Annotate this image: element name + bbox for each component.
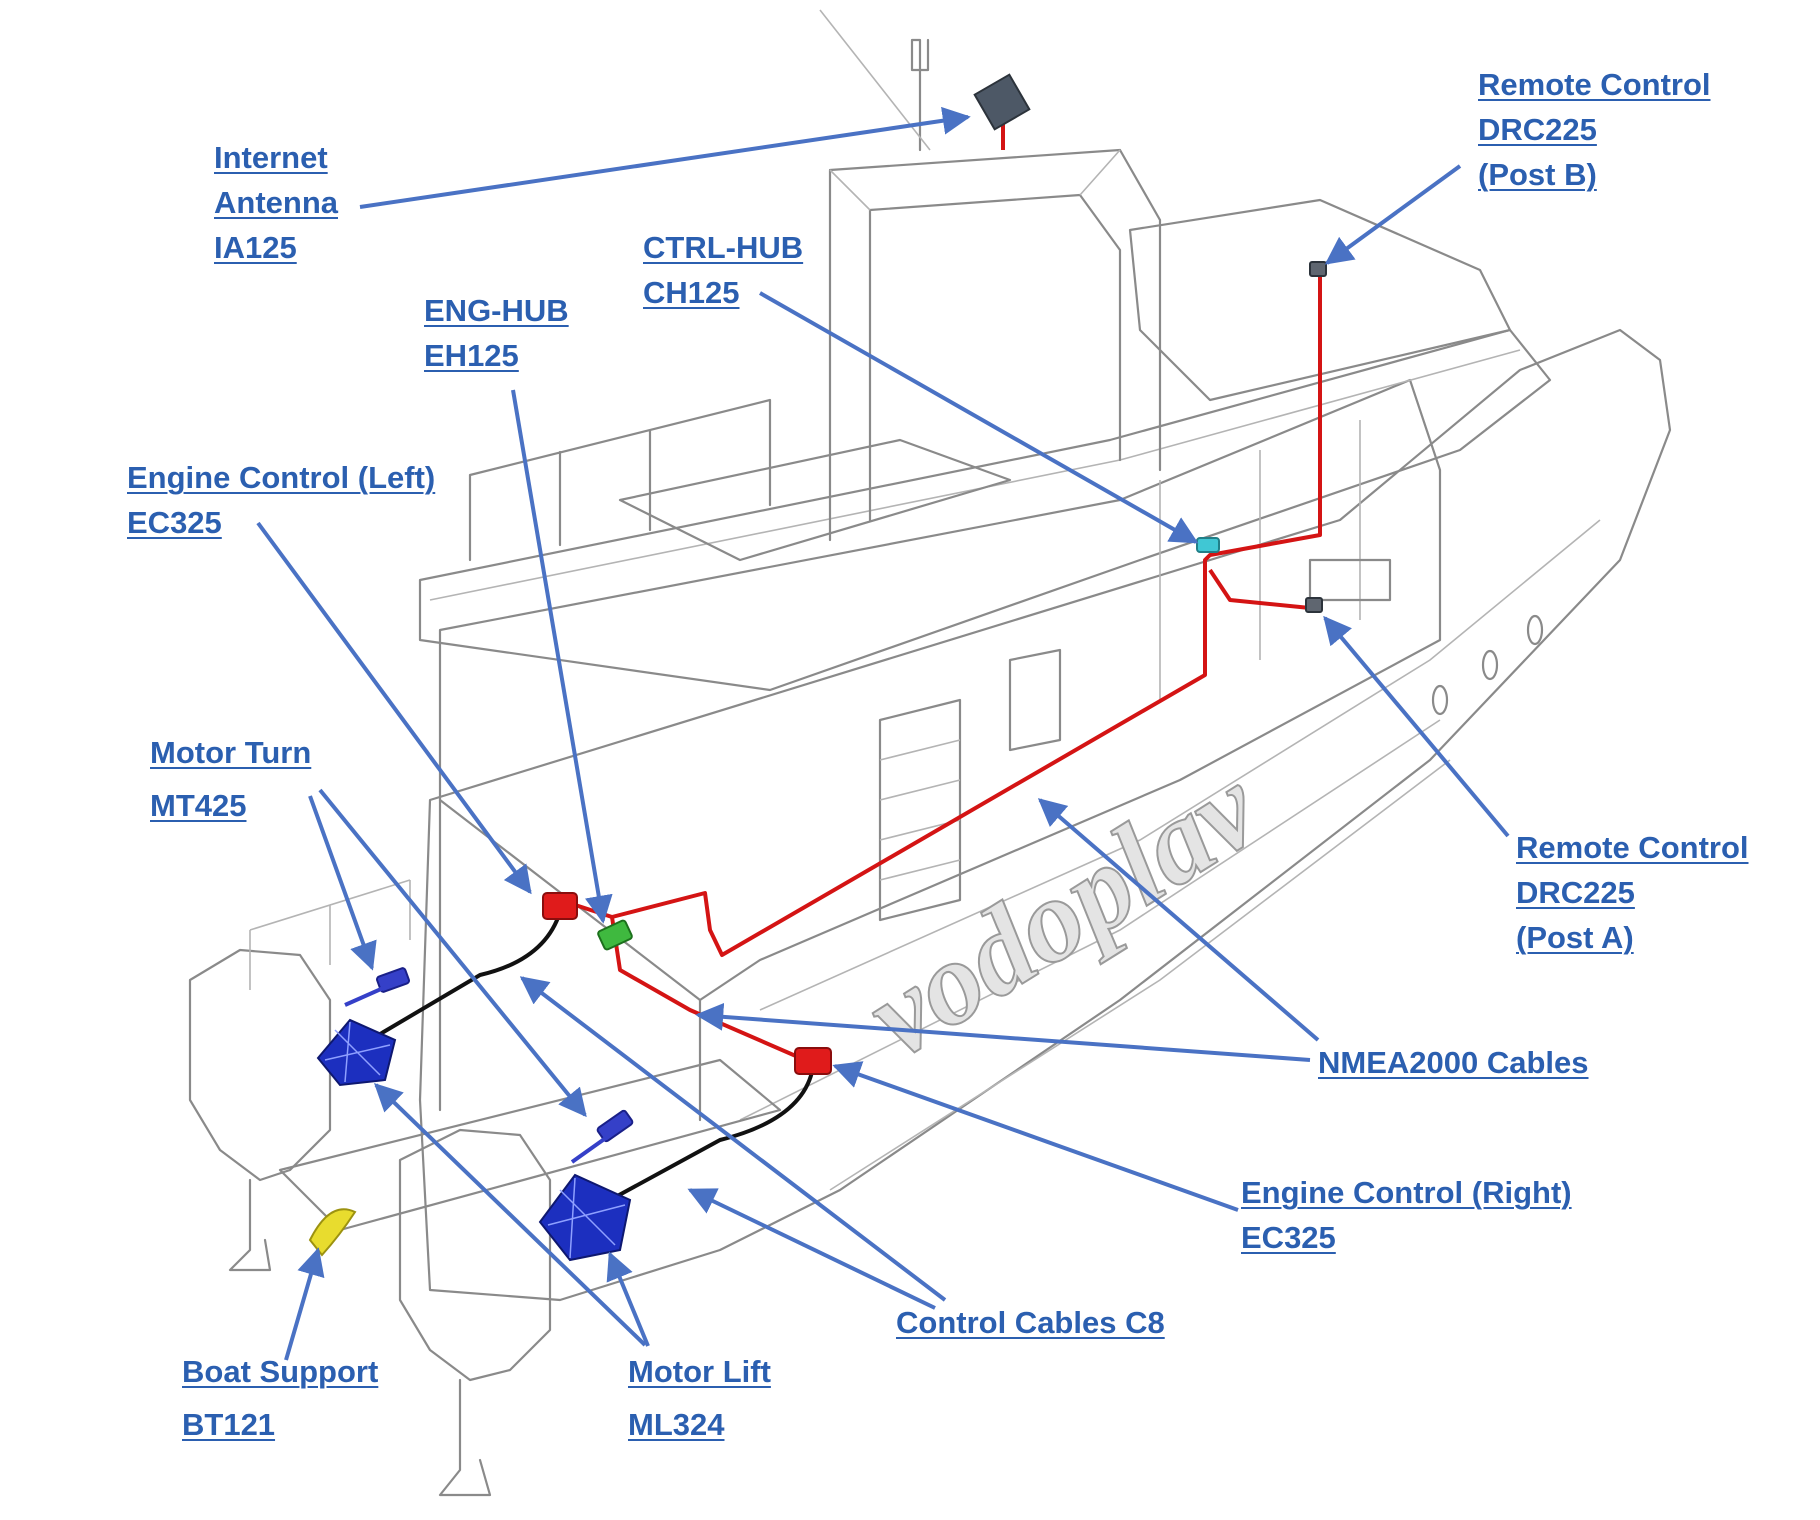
label-eng-hub-line1: ENG-HUB — [424, 293, 569, 328]
leader-remote-control-b — [1324, 164, 1462, 265]
internet-antenna-unit[interactable] — [973, 73, 1031, 131]
label-remote-control-a-line3: (Post A) — [1516, 920, 1634, 955]
label-motor-turn-line1: Motor Turn — [150, 735, 312, 770]
components — [308, 73, 1327, 1262]
leader-motor-lift-right — [606, 1251, 650, 1347]
label-motor-turn[interactable]: Motor Turn MT425 — [150, 726, 311, 832]
nmea-cable-right — [610, 916, 806, 1062]
label-remote-control-b-line1: Remote Control — [1478, 67, 1711, 102]
label-nmea-cables-line1: NMEA2000 Cables — [1318, 1045, 1589, 1080]
label-internet-antenna-line3: IA125 — [214, 230, 297, 265]
leader-motor-turn-right — [318, 788, 587, 1118]
label-internet-antenna-line1: Internet — [214, 140, 328, 175]
nmea-cable-post-a — [1208, 568, 1311, 610]
label-internet-antenna[interactable]: Internet Antenna IA125 — [214, 135, 338, 270]
label-remote-control-b[interactable]: Remote Control DRC225 (Post B) — [1478, 62, 1711, 197]
label-ctrl-hub[interactable]: CTRL-HUB CH125 — [643, 225, 803, 315]
label-control-cables[interactable]: Control Cables C8 — [896, 1300, 1165, 1345]
leader-motor-turn-left — [308, 795, 377, 971]
label-engine-control-left-line2: EC325 — [127, 505, 222, 540]
engine-control-left-unit[interactable] — [542, 892, 578, 920]
control-cable-network — [368, 911, 814, 1202]
control-cable-left — [368, 911, 562, 1042]
eng-hub-unit[interactable] — [597, 919, 633, 951]
leader-engine-control-left — [256, 521, 532, 895]
label-ctrl-hub-line1: CTRL-HUB — [643, 230, 804, 265]
label-eng-hub-line2: EH125 — [424, 338, 519, 373]
ctrl-hub-unit[interactable] — [1196, 537, 1220, 553]
boat-support-unit[interactable] — [308, 1208, 357, 1257]
boat-sketch: vodoplav — [188, 9, 1672, 1497]
label-motor-lift-line1: Motor Lift — [628, 1354, 771, 1389]
label-internet-antenna-line2: Antenna — [214, 185, 338, 220]
motor-lift-left-unit[interactable] — [316, 1018, 397, 1087]
label-remote-control-a-line2: DRC225 — [1516, 875, 1635, 910]
label-control-cables-line1: Control Cables C8 — [896, 1305, 1165, 1340]
label-engine-control-right[interactable]: Engine Control (Right) EC325 — [1241, 1170, 1572, 1260]
label-engine-control-left[interactable]: Engine Control (Left) EC325 — [127, 455, 435, 545]
leader-remote-control-a — [1323, 615, 1510, 838]
leader-ctrl-hub — [759, 291, 1199, 544]
label-motor-turn-line2: MT425 — [150, 788, 247, 823]
label-nmea-cables[interactable]: NMEA2000 Cables — [1318, 1040, 1589, 1085]
leader-internet-antenna — [359, 106, 971, 209]
leader-nmea-right — [695, 1002, 1311, 1062]
label-boat-support-line1: Boat Support — [182, 1354, 379, 1389]
motor-turn-right-unit[interactable] — [570, 1109, 634, 1164]
label-remote-control-b-line3: (Post B) — [1478, 157, 1597, 192]
label-remote-control-a[interactable]: Remote Control DRC225 (Post A) — [1516, 825, 1749, 960]
leader-control-cable-right — [687, 1188, 936, 1310]
engine-control-right-unit[interactable] — [794, 1047, 832, 1075]
label-engine-control-right-line2: EC325 — [1241, 1220, 1336, 1255]
leader-boat-support — [284, 1247, 325, 1361]
label-motor-lift[interactable]: Motor Lift ML324 — [628, 1345, 771, 1451]
motor-turn-left-unit[interactable] — [344, 967, 410, 1007]
label-eng-hub[interactable]: ENG-HUB EH125 — [424, 288, 569, 378]
control-cable-right — [609, 1071, 814, 1202]
leader-motor-lift-left — [373, 1083, 647, 1347]
leader-lines — [256, 106, 1510, 1361]
leader-engine-control-right — [832, 1061, 1239, 1212]
leader-nmea-main — [1037, 798, 1320, 1042]
label-boat-support[interactable]: Boat Support BT121 — [182, 1345, 378, 1451]
remote-control-post-a-unit[interactable] — [1305, 597, 1323, 613]
label-boat-support-line2: BT121 — [182, 1407, 276, 1442]
nmea-cable-main — [611, 270, 1322, 957]
label-remote-control-b-line2: DRC225 — [1478, 112, 1597, 147]
motor-lift-right-unit[interactable] — [538, 1173, 632, 1262]
label-engine-control-right-line1: Engine Control (Right) — [1241, 1175, 1572, 1210]
label-engine-control-left-line1: Engine Control (Left) — [127, 460, 436, 495]
label-motor-lift-line2: ML324 — [628, 1407, 725, 1442]
remote-control-post-b-unit[interactable] — [1309, 261, 1327, 277]
label-remote-control-a-line1: Remote Control — [1516, 830, 1749, 865]
leader-eng-hub — [511, 389, 613, 924]
label-ctrl-hub-line2: CH125 — [643, 275, 740, 310]
leader-control-cable-left — [519, 976, 947, 1302]
